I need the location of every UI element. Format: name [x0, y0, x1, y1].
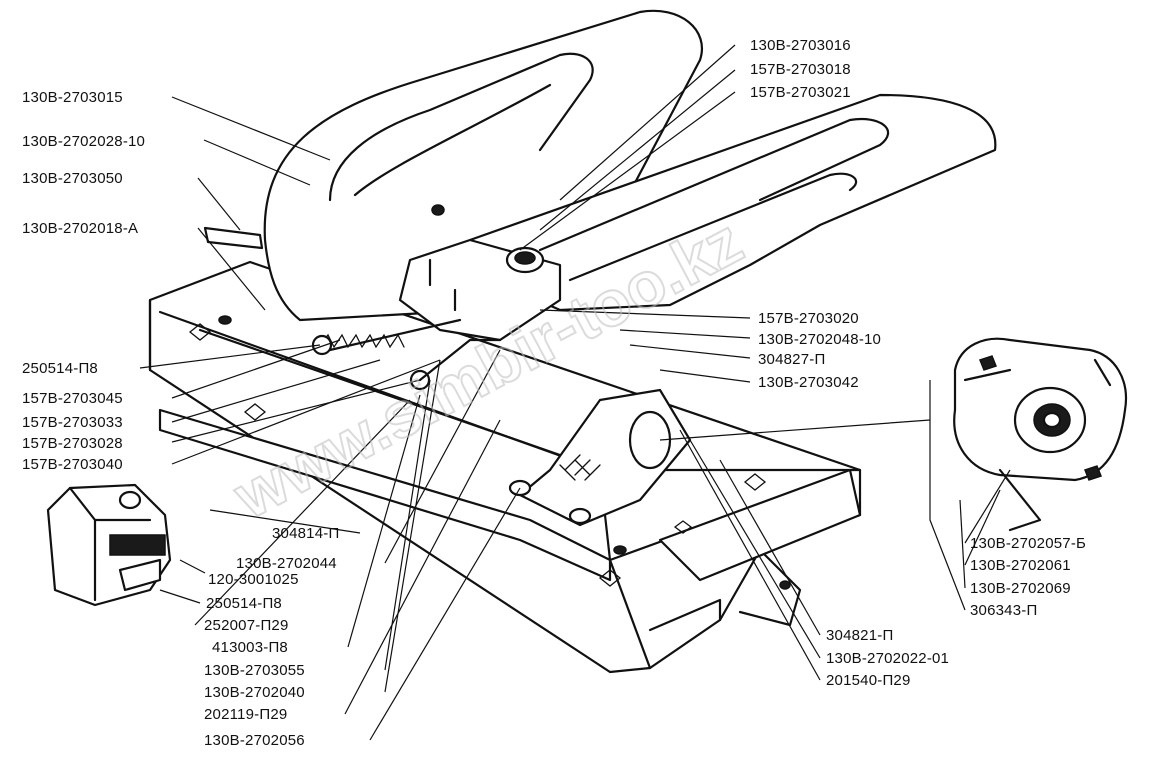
lock-mechanism — [203, 226, 562, 391]
part-label: 157В-2703045 — [22, 390, 123, 407]
part-label: 130В-2702022-01 — [826, 650, 949, 667]
part-label: 304814-П — [272, 525, 339, 542]
part-label: 130В-2702018-А — [22, 220, 138, 237]
part-label: 413003-П8 — [212, 639, 288, 656]
part-label: 252007-П29 — [204, 617, 289, 634]
inset-lock-jaw — [46, 483, 172, 607]
part-label: 201540-П29 — [826, 672, 911, 689]
part-label: 130В-2702044 — [236, 555, 337, 572]
part-label: 250514-П8 — [206, 595, 282, 612]
part-label: 130В-2703042 — [758, 374, 859, 391]
part-label: 157В-2703028 — [22, 435, 123, 452]
part-label: 130В-2703050 — [22, 170, 123, 187]
part-label: 120-3001025 — [208, 571, 299, 588]
part-label: 130В-2702048-10 — [758, 331, 881, 348]
part-label: 130В-2703055 — [204, 662, 305, 679]
part-label: 157В-2703020 — [758, 310, 859, 327]
saddle-plate-right — [468, 93, 997, 312]
part-label: 130В-2702069 — [970, 580, 1071, 597]
inset-pin-assembly — [953, 337, 1128, 532]
part-label: 130В-2702040 — [204, 684, 305, 701]
part-label: 157В-2703021 — [750, 84, 851, 101]
part-label: 130В-2703016 — [750, 37, 851, 54]
part-label: 304827-П — [758, 351, 825, 368]
part-label: 306343-П — [970, 602, 1037, 619]
hinge-bracket — [508, 388, 692, 527]
part-label: 157В-2703033 — [22, 414, 123, 431]
part-label: 157В-2703018 — [750, 61, 851, 78]
part-label: 130В-2702056 — [204, 732, 305, 749]
part-label: 202119-П29 — [204, 706, 287, 723]
part-label: 250514-П8 — [22, 360, 98, 377]
part-label: 157В-2703040 — [22, 456, 123, 473]
part-labels: 130В-2703015 130В-2702028-10 130В-270305… — [22, 37, 1086, 749]
part-label: 130В-2702057-Б — [970, 535, 1086, 552]
part-label: 130В-2702028-10 — [22, 133, 145, 150]
part-label: 130В-2702061 — [970, 557, 1071, 574]
leader-lines — [139, 44, 1011, 741]
part-label: 304821-П — [826, 627, 893, 644]
part-label: 130В-2703015 — [22, 89, 123, 106]
